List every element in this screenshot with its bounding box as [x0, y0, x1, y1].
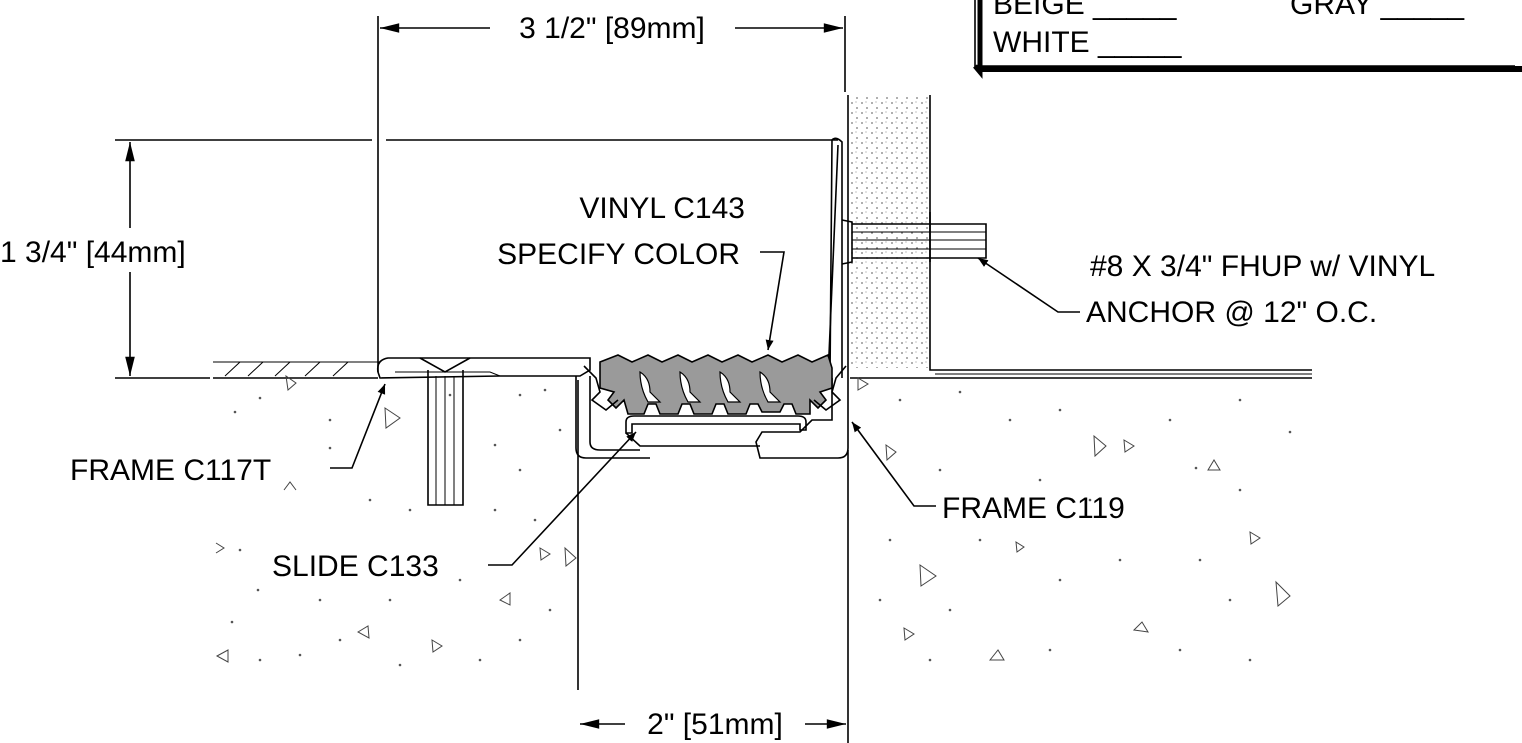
legend-box-left-shadow [973, 0, 983, 79]
aggregate-left [215, 374, 577, 667]
dim-bottom-width-label: 2" [51mm] [647, 708, 783, 741]
concrete-substrate-left [213, 361, 579, 690]
callout-screw-line1: #8 X 3/4" FHUP w/ VINYL [1090, 250, 1435, 283]
wall-right [847, 95, 1312, 379]
vinyl-c143-insert [583, 353, 847, 415]
dim-top-width-label: 3 1/2" [89mm] [519, 12, 705, 45]
wall-screw-anchor [841, 212, 987, 265]
color-legend-box: BEIGE _____ GRAY _____ WHITE _____ [973, 0, 1522, 79]
callout-slide-label: SLIDE C133 [272, 550, 439, 583]
callout-frame-right: FRAME C119 [851, 421, 1125, 525]
callout-screw-line2: ANCHOR @ 12" O.C. [1086, 296, 1377, 329]
callout-vinyl: VINYL C143 SPECIFY COLOR [497, 192, 785, 351]
dimension-height: 1 3/4" [44mm] [0, 139, 838, 379]
left-anchor [419, 357, 471, 506]
dimension-bottom-width: 2" [51mm] [580, 450, 849, 743]
callout-frame-left: FRAME C117T [70, 383, 386, 487]
callout-frame-left-label: FRAME C117T [70, 454, 271, 487]
dim-height-label: 1 3/4" [44mm] [0, 236, 186, 269]
callout-vinyl-line1: VINYL C143 [579, 192, 745, 225]
concrete-substrate-right [857, 377, 1292, 662]
legend-box-shadow [980, 66, 1522, 72]
callout-vinyl-line2: SPECIFY COLOR [497, 238, 740, 271]
callout-slide: SLIDE C133 [272, 431, 637, 583]
legend-gray: GRAY _____ [1290, 0, 1465, 21]
slide-c133-profile [625, 415, 807, 447]
legend-beige: BEIGE _____ [993, 0, 1178, 21]
dimension-top-width: 3 1/2" [89mm] [377, 12, 846, 372]
callout-frame-right-label: FRAME C119 [942, 492, 1125, 525]
callout-screw: #8 X 3/4" FHUP w/ VINYL ANCHOR @ 12" O.C… [977, 250, 1435, 329]
floor-finish-hatch [213, 361, 380, 377]
legend-white: WHITE _____ [993, 26, 1183, 59]
